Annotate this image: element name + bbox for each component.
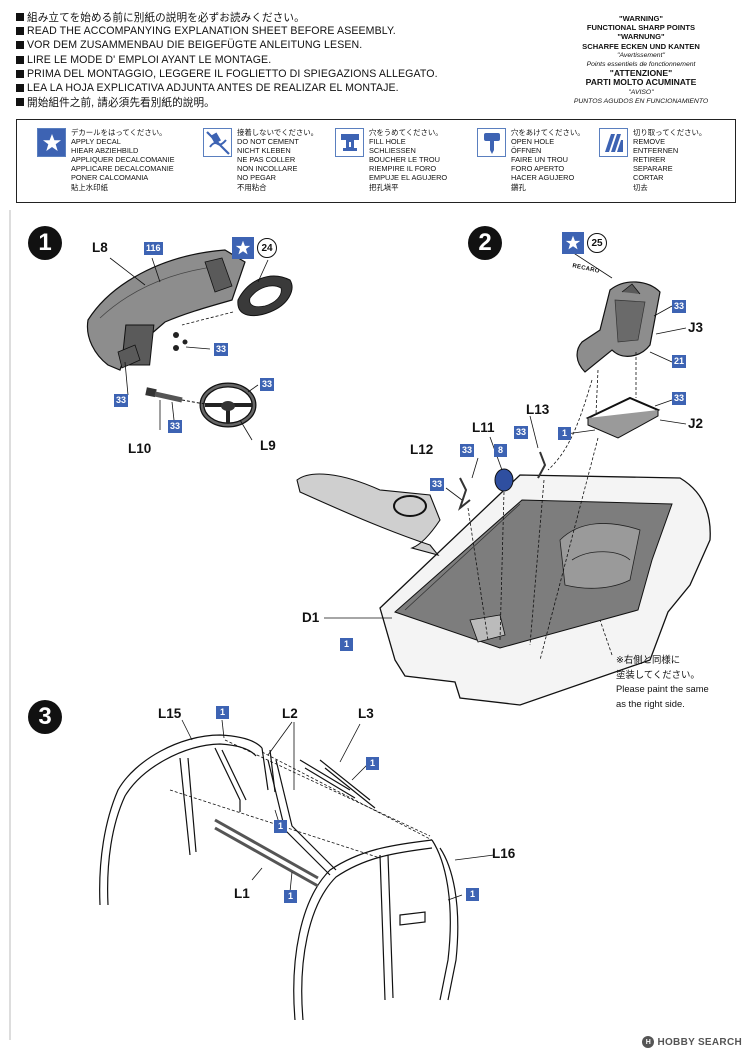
intro-line: READ THE ACCOMPANYING EXPLANATION SHEET …: [16, 24, 496, 38]
paint-badge: 33: [214, 343, 229, 356]
paint-badge: 33: [430, 478, 445, 491]
chassis-tub-part: [379, 474, 711, 706]
decal-number: 24: [257, 238, 277, 258]
intro-instructions: 組み立てを始める前に別紙の説明を必ずお読みください。 READ THE ACCO…: [16, 10, 496, 109]
paint-badge: 33: [260, 378, 275, 391]
part-label-l12: L12: [410, 442, 434, 457]
cut-off-icon: [599, 128, 628, 157]
bullet-square-icon: [16, 27, 24, 36]
star-icon: [562, 232, 584, 254]
star-icon: [232, 237, 254, 259]
paint-badge: 1: [340, 638, 353, 651]
paint-badge: 1: [366, 757, 379, 770]
part-label-l9: L9: [260, 438, 276, 453]
part-label-l1: L1: [234, 886, 250, 901]
paint-badge: 1: [466, 888, 479, 901]
seat-part: [576, 281, 661, 373]
intro-line: 開始組件之前, 請必須先看別紙的說明。: [16, 95, 496, 109]
bullet-square-icon: [16, 98, 24, 107]
intro-line: LEA LA HOJA EXPLICATIVA ADJUNTA ANTES DE…: [16, 81, 496, 95]
paint-badge: 1: [274, 820, 287, 833]
paint-badge: 8: [494, 444, 507, 457]
paint-badge: 33: [672, 392, 687, 405]
leader-lines-step3: [169, 739, 433, 859]
part-label-d1: D1: [302, 610, 320, 625]
paint-badge: 33: [460, 444, 475, 457]
warning-block: "WARNING" FUNCTIONAL SHARP POINTS "WARNU…: [573, 14, 709, 105]
roll-cage-side-bars: [214, 759, 376, 888]
step-number-1: 1: [28, 226, 62, 260]
seat-rail-part: [585, 396, 661, 439]
decal-callout-25: 25: [562, 232, 607, 254]
part-label-l8: L8: [92, 240, 108, 255]
bullet-square-icon: [16, 55, 24, 64]
step-number-2: 2: [468, 226, 502, 260]
part-label-l11: L11: [472, 420, 495, 435]
paint-badge: 33: [514, 426, 529, 439]
paint-badge: 1: [216, 706, 229, 719]
fill-hole-icon: [335, 128, 364, 157]
paint-badge: 116: [144, 242, 163, 255]
seatbelt-anchors: [457, 451, 547, 511]
intro-line: VOR DEM ZUSAMMENBAU DIE BEIGEFÜGTE ANLEI…: [16, 38, 496, 52]
open-hole-icon: [477, 128, 506, 157]
bullet-square-icon: [16, 41, 24, 50]
part-label-l2: L2: [282, 706, 298, 721]
intro-line: LIRE LE MODE D' EMPLOI AYANT LE MONTAGE.: [16, 53, 496, 67]
decal-callout-24: 24: [232, 237, 277, 259]
part-label-l16: L16: [492, 846, 516, 861]
leader-lines-step3-labels: [181, 719, 495, 901]
gauge-cover-part: [237, 275, 293, 317]
paint-badge: 33: [672, 300, 687, 313]
roll-cage-main-hoop: [99, 734, 276, 906]
part-label-l15: L15: [158, 706, 182, 721]
part-label-l13: L13: [526, 402, 550, 417]
bullet-square-icon: [16, 84, 24, 93]
paint-badge: 1: [284, 890, 297, 903]
steering-wheel-part: [199, 382, 257, 428]
intro-line: PRIMA DEL MONTAGGIO, LEGGERE IL FOGLIETT…: [16, 67, 496, 81]
steering-column-part: [145, 387, 206, 405]
part-label-j2: J2: [688, 416, 704, 431]
decal-number: 25: [587, 233, 607, 253]
star-icon: [37, 128, 66, 157]
paint-note: ※右側と同様に 塗装してください。 Please paint the same …: [616, 654, 709, 709]
part-label-l10: L10: [128, 441, 152, 456]
paint-badge: 1: [558, 427, 571, 440]
hobby-search-logo-icon: H: [642, 1036, 655, 1048]
dashboard-part: [86, 249, 246, 371]
bullet-square-icon: [16, 13, 24, 22]
no-glue-icon: [203, 128, 232, 157]
bullet-square-icon: [16, 69, 24, 78]
step-number-3: 3: [28, 700, 62, 734]
paint-badge: 21: [672, 355, 687, 368]
leader-lines-step1: [109, 257, 269, 441]
dashboard-assembled-part: [296, 473, 441, 556]
paint-badge: 33: [168, 420, 183, 433]
part-label-j3: J3: [688, 320, 704, 335]
part-label-l3: L3: [358, 706, 374, 721]
intro-line: 組み立てを始める前に別紙の説明を必ずお読みください。: [16, 10, 496, 24]
roll-cage-front-hoop: [293, 839, 459, 1021]
watermark: H HOBBY SEARCH: [642, 1036, 742, 1048]
paint-badge: 33: [114, 394, 129, 407]
